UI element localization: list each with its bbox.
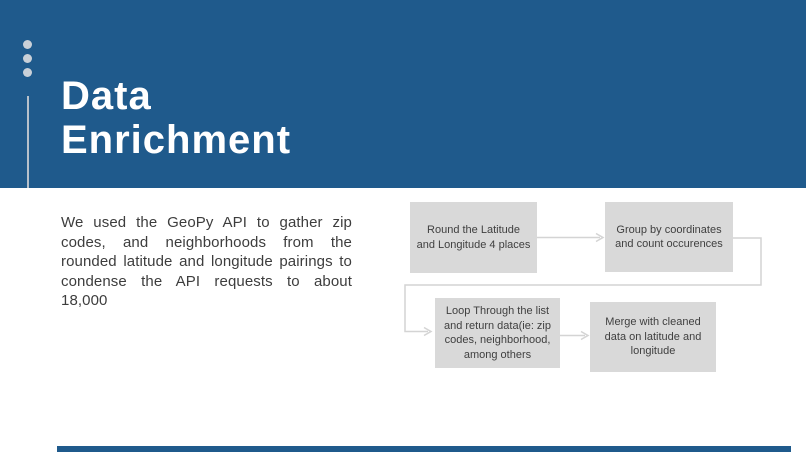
- flow-step-group-coordinates: Group by coordinates and count occurence…: [605, 202, 733, 272]
- dot-icon: [23, 68, 32, 77]
- arrowhead-icon: [595, 232, 605, 243]
- arrowhead-icon: [423, 326, 433, 337]
- dot-icon: [23, 54, 32, 63]
- page-title-line-1: Data: [61, 74, 152, 118]
- flow-step-text: and return data(ie: zip: [443, 319, 551, 332]
- flow-step-text: Round the Latitude: [427, 224, 520, 236]
- vertical-accent-line: [27, 96, 29, 188]
- page-title-line-2: Enrichment: [61, 118, 292, 162]
- flow-step-text: Group by coordinates: [616, 223, 722, 236]
- flow-step-text: among others: [463, 348, 532, 361]
- page-title: Data Enrichment: [61, 74, 291, 162]
- flow-step-text: data on latitude and: [604, 330, 702, 343]
- arrowhead-icon: [580, 330, 590, 341]
- flow-step-round-latitude: Round the Latitude and Longitude 4 place…: [410, 202, 537, 273]
- body-paragraph: We used the GeoPy API to gather zip code…: [61, 214, 352, 309]
- footer-accent-bar: [57, 446, 791, 452]
- flow-step-text: codes, neighborhood,: [444, 334, 551, 346]
- flow-step-text: and Longitude 4 places: [416, 238, 531, 251]
- flow-step-merge-data: Merge with cleaned data on latitude and …: [590, 302, 716, 372]
- flow-step-text: Merge with cleaned: [605, 316, 701, 329]
- ellipsis-dots-icon: [23, 40, 33, 82]
- flow-step-text: longitude: [630, 345, 676, 358]
- flow-step-text: Loop Through the list: [445, 305, 550, 317]
- header-band: Data Enrichment: [0, 0, 806, 188]
- flow-step-loop-list: Loop Through the list and return data(ie…: [435, 298, 560, 368]
- dot-icon: [23, 40, 32, 49]
- flow-step-text: and count occurences: [615, 238, 723, 250]
